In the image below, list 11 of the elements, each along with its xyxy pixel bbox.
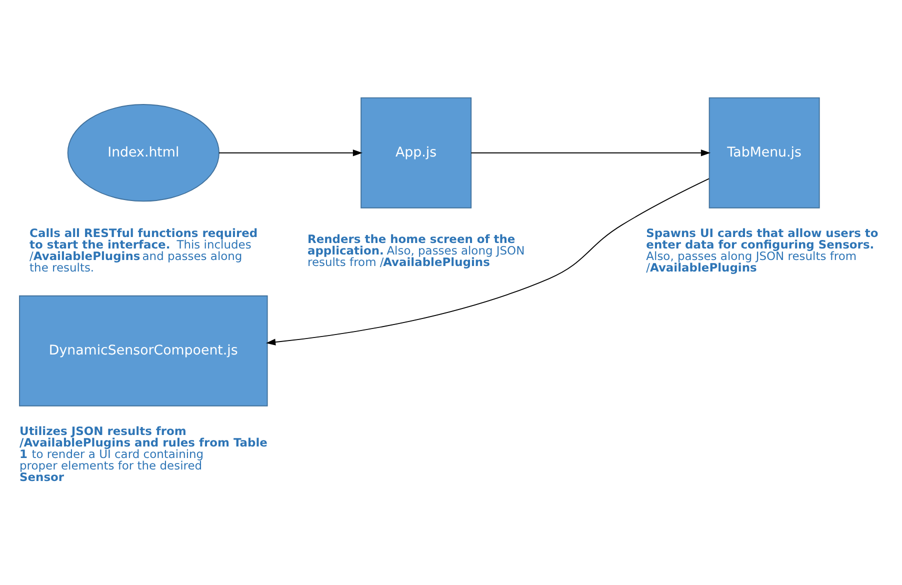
node-box: App.js	[360, 96, 472, 208]
node-label: Calls all RESTful functions required to start the interface. This includes /AvailablePlugins and passes along the results.	[30, 226, 258, 274]
node-ellipse: Index.html	[67, 104, 220, 202]
node-label: Utilizes JSON results from /AvailablePlugins and rules from Table 1 to render a UI card containing proper elements for the desired Sensor	[20, 424, 268, 484]
node-box: TabMenu.js	[708, 96, 820, 208]
node-label: Renders the home screen of the application. Also, passes along JSON results from /AvailablePlugins	[307, 231, 525, 268]
node-box: DynamicSensorCompoent.js	[19, 294, 268, 406]
node-label: Spawns UI cards that allow users to enter data for configuring Sensors. Also, passes along JSON results from /AvailablePlugins	[646, 226, 878, 274]
arrow	[218, 148, 362, 156]
arrow	[266, 178, 710, 345]
arrow	[470, 148, 711, 156]
